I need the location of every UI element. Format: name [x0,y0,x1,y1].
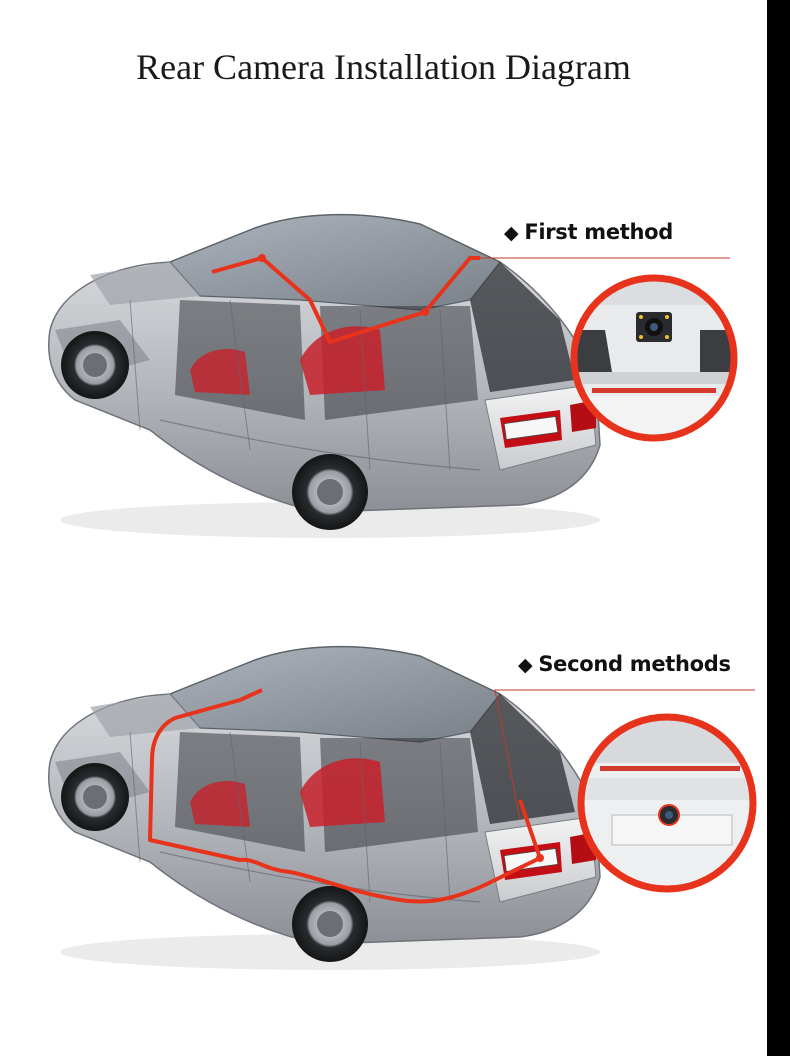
second-method-text: Second methods [538,652,731,676]
car-cutaway-illustration-first [47,213,601,539]
first-method-text: First method [524,220,674,244]
leader-line-second [494,689,755,821]
callout-camera-on-plate [577,713,757,893]
first-method-label: ◆First method [504,220,673,244]
cable-route-second [148,688,542,904]
diagram-page: Rear Camera Installation Diagram ◆First … [0,0,767,1056]
diamond-bullet-icon: ◆ [504,222,519,244]
page-title: Rear Camera Installation Diagram [136,47,631,87]
diamond-bullet-icon: ◆ [518,654,533,676]
second-method-label: ◆Second methods [518,652,731,676]
diagram-graphics [47,213,757,971]
